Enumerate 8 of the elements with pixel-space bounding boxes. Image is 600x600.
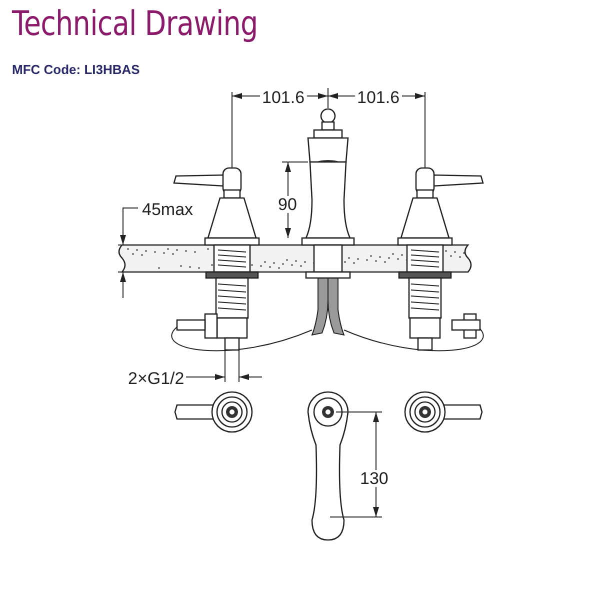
title: Technical Drawing [12,4,258,44]
dimension-label: 90 [276,196,299,213]
product-code: MFC Code: LI3HBAS [12,62,140,77]
dimension-label: 45max [140,201,196,218]
dimension-label: 101.6 [260,89,307,106]
dimension-label: 130 [358,470,390,487]
dimension-label: 101.6 [355,89,402,106]
dimension-label: 2×G1/2 [126,370,186,387]
